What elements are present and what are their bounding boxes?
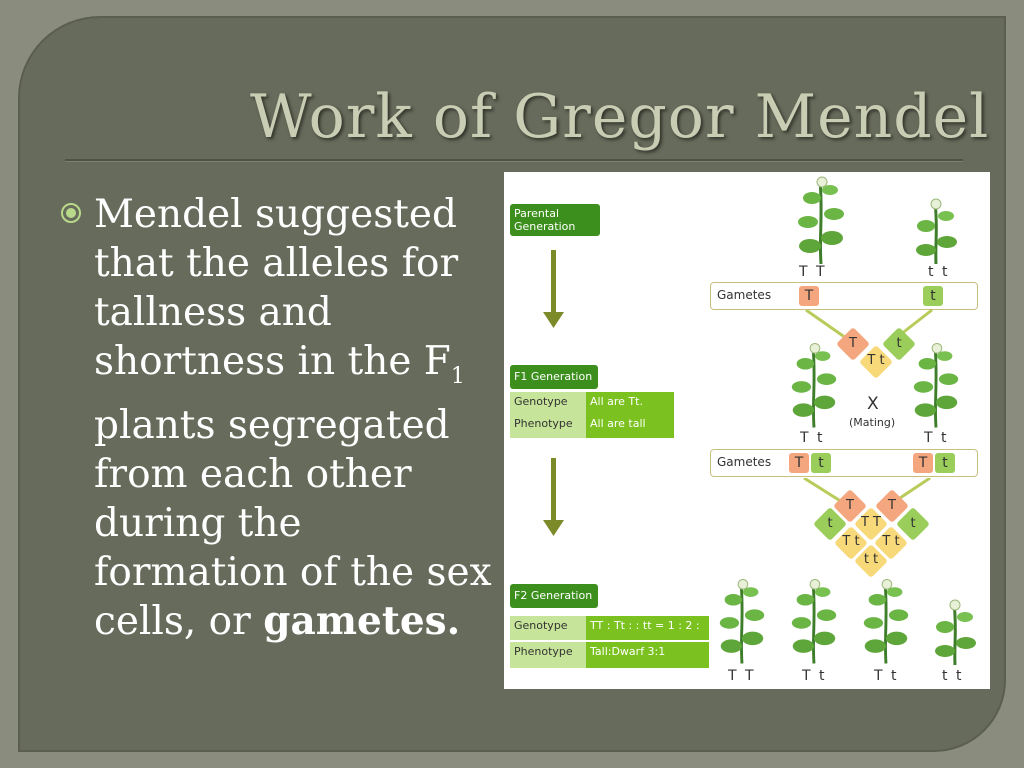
- bullet-text-part2: plants segregated from each other during…: [94, 402, 492, 644]
- f2-generation-label: F2 Generation: [510, 584, 598, 608]
- punnett-tt-text: t t: [863, 552, 879, 567]
- cross-symbol: X: [867, 394, 879, 414]
- fertilization-arrows: [805, 310, 933, 340]
- parent-gametes-box: Gametes T t: [710, 282, 978, 310]
- gamete-right-t: t: [935, 453, 955, 473]
- slide-title: Work of Gregor Mendel: [250, 82, 990, 152]
- f1-right-genotype: T t: [924, 430, 949, 446]
- gamete-left-T: T: [789, 453, 809, 473]
- gamete-T: T: [799, 286, 819, 306]
- parental-generation-label: Parental Generation: [510, 204, 600, 236]
- short-plant-icon: [916, 198, 957, 264]
- f2-genotype-key: Genotype: [510, 616, 586, 640]
- f1-generation-label: F1 Generation: [510, 365, 598, 389]
- f2-phenotype-key: Phenotype: [510, 642, 586, 668]
- diamond-T-text: T: [849, 336, 857, 351]
- subscript-1: 1: [450, 363, 465, 389]
- f2-plant-tt-icon: [935, 599, 976, 666]
- punnett-t-left-text: t: [827, 516, 833, 531]
- gametes-label: Gametes: [717, 288, 772, 302]
- f2-genotype-1: T T: [728, 668, 756, 684]
- f1-genotype-key: Genotype: [510, 392, 586, 414]
- gamete-left-t: t: [811, 453, 831, 473]
- f2-plant-TT-icon: [719, 579, 765, 664]
- f1-genotype-value: All are Tt.: [586, 392, 674, 414]
- diamond-t-text: t: [896, 336, 902, 351]
- f1-plant-left-icon: [791, 343, 837, 428]
- f2-phenotype-value: Tall:Dwarf 3:1: [586, 642, 709, 668]
- punnett-TT-text: T T: [860, 515, 881, 530]
- f1-phenotype-key: Phenotype: [510, 414, 586, 438]
- gamete-t: t: [923, 286, 943, 306]
- f2-genotype-3: T t: [874, 668, 899, 684]
- gamete-right-T: T: [913, 453, 933, 473]
- f2-plant-Tt-2-icon: [863, 579, 909, 664]
- fertilization-arrows-2: [803, 478, 931, 504]
- punnett-t-right-text: t: [910, 516, 916, 531]
- bullet-text-part1: Mendel suggested that the alleles for ta…: [94, 192, 459, 384]
- punnett-T-right-text: T: [888, 498, 896, 513]
- down-arrow-1-head-icon: [543, 312, 564, 328]
- diamond-Tt-text: T t: [867, 353, 885, 368]
- f1-phenotype-value: All are tall: [586, 414, 674, 438]
- mating-label: (Mating): [849, 416, 896, 429]
- punnett-T-left-text: T: [846, 498, 854, 513]
- title-divider: [65, 159, 963, 162]
- tall-plant-icon: [798, 176, 844, 264]
- circle-bullet-icon: [61, 203, 81, 223]
- f1-left-genotype: T t: [800, 430, 825, 446]
- parent2-genotype: t t: [928, 264, 950, 280]
- punnett-Tt-right-text: T t: [882, 534, 900, 549]
- down-arrow-1: [551, 250, 556, 314]
- bullet-text-bold: gametes.: [263, 597, 461, 644]
- f2-genotype-value: TT : Tt : : tt = 1 : 2 : 1: [586, 616, 709, 652]
- f1-plant-right-icon: [913, 343, 959, 428]
- bullet-text: Mendel suggested that the alleles for ta…: [94, 190, 504, 646]
- f2-plant-Tt-1-icon: [791, 579, 837, 664]
- parent1-genotype: T T: [799, 264, 827, 280]
- down-arrow-2-head-icon: [543, 520, 564, 536]
- gametes-label-2: Gametes: [717, 455, 772, 469]
- f2-genotype-2: T t: [802, 668, 827, 684]
- down-arrow-2: [551, 458, 556, 522]
- mendel-cross-figure: Parental Generation F1 Generation Genoty…: [504, 172, 990, 689]
- punnett-Tt-left-text: T t: [842, 534, 860, 549]
- f2-genotype-4: t t: [942, 668, 964, 684]
- f1-gametes-box: Gametes T t T t: [710, 449, 978, 477]
